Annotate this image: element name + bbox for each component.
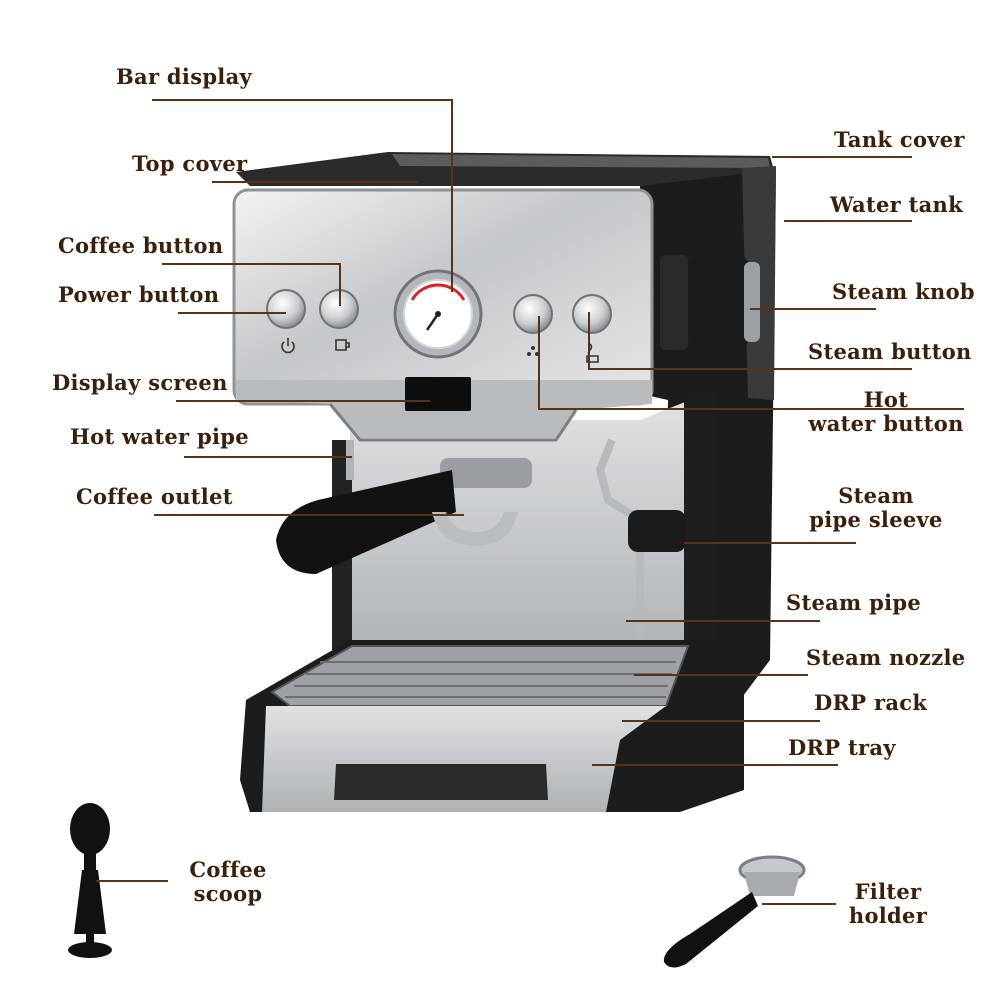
- label-steam-button: Steam button: [808, 340, 972, 364]
- power-button: [267, 290, 305, 328]
- label-steam-pipe: Steam pipe: [786, 591, 921, 615]
- steam-pipe-sleeve: [628, 510, 686, 552]
- label-filter-holder: Filter holder: [846, 880, 930, 928]
- label-filter-holder-line2: holder: [846, 904, 930, 928]
- label-power-button: Power button: [58, 283, 219, 307]
- filter-holder: [664, 857, 804, 968]
- bar-display-gauge: [395, 271, 481, 357]
- label-steam-pipe-sleeve: Steam pipe sleeve: [808, 484, 944, 532]
- label-coffee-scoop: Coffee scoop: [180, 858, 276, 906]
- hot-water-button: [514, 295, 552, 333]
- label-steam-pipe-sleeve-line2: pipe sleeve: [808, 508, 944, 532]
- label-hot-water-button: Hot water button: [806, 388, 966, 436]
- label-display-screen: Display screen: [52, 371, 228, 395]
- label-tank-cover: Tank cover: [834, 128, 965, 152]
- label-coffee-button: Coffee button: [58, 234, 223, 258]
- label-hot-water-pipe: Hot water pipe: [70, 425, 249, 449]
- label-coffee-scoop-line1: Coffee: [180, 858, 276, 882]
- machine-body: [234, 152, 776, 812]
- steam-knob: [660, 252, 760, 352]
- label-filter-holder-line1: Filter: [846, 880, 930, 904]
- label-steam-knob: Steam knob: [832, 280, 975, 304]
- label-steam-pipe-sleeve-line1: Steam: [808, 484, 944, 508]
- steam-button: [573, 295, 611, 333]
- label-top-cover: Top cover: [132, 152, 247, 176]
- label-drp-tray: DRP tray: [788, 736, 896, 760]
- label-bar-display: Bar display: [116, 65, 252, 89]
- label-drp-rack: DRP rack: [814, 691, 927, 715]
- label-coffee-outlet: Coffee outlet: [76, 485, 233, 509]
- label-hot-water-button-line2: water button: [806, 412, 966, 436]
- label-water-tank: Water tank: [830, 193, 963, 217]
- label-steam-nozzle: Steam nozzle: [806, 646, 965, 670]
- label-coffee-scoop-line2: scoop: [180, 882, 276, 906]
- label-hot-water-button-line1: Hot: [806, 388, 966, 412]
- display-screen: [405, 377, 471, 411]
